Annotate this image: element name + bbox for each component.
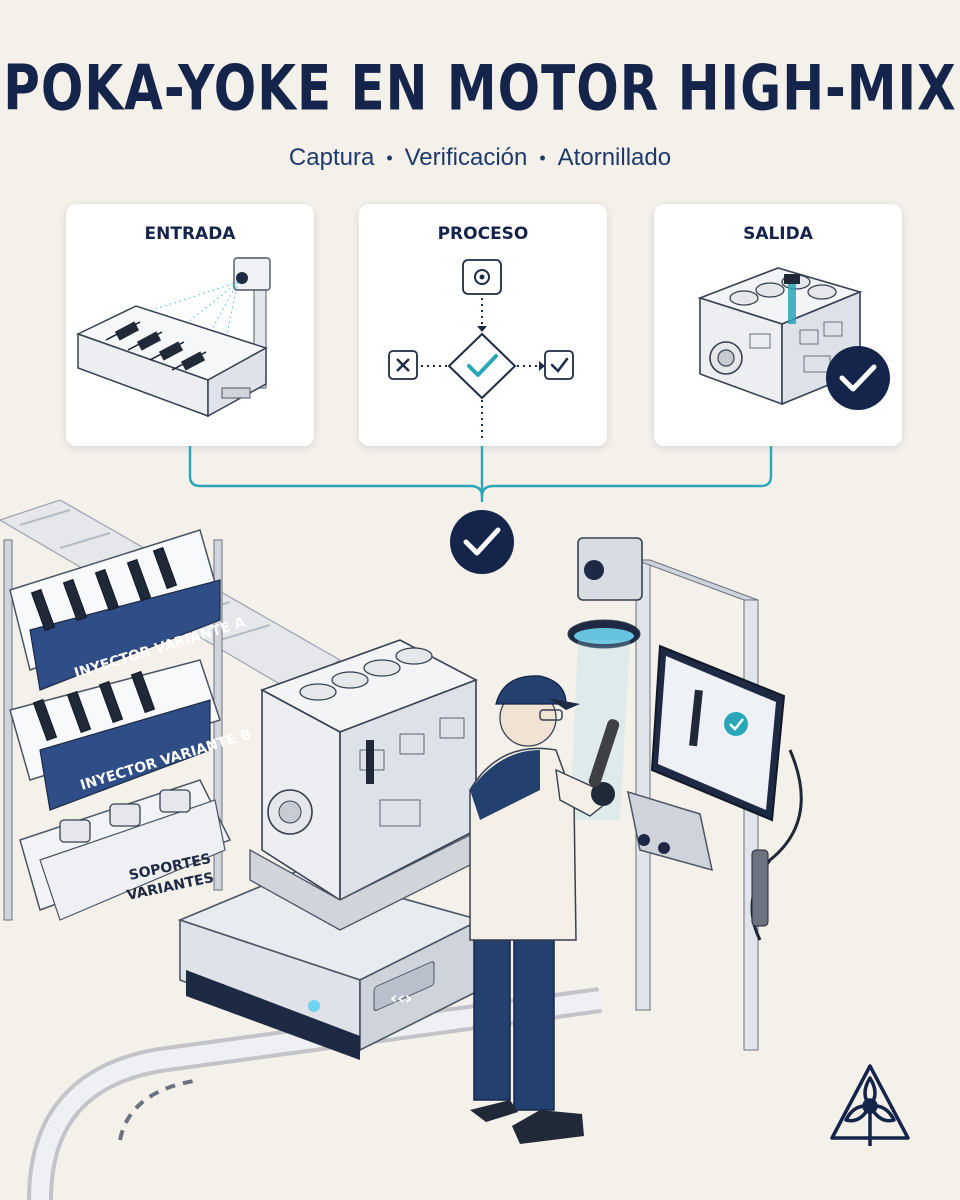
central-check-icon	[450, 510, 514, 574]
subtitle: Captura • Verificación • Atornillado	[0, 144, 960, 172]
card-entrada-title: ENTRADA	[144, 224, 236, 244]
card-proceso: PROCESO	[359, 204, 607, 446]
separator-dot: •	[386, 148, 393, 169]
subtitle-step-screwing: Atornillado	[557, 144, 672, 171]
subtitle-step-verification: Verificación	[404, 144, 528, 171]
subtitle-step-capture: Captura	[288, 144, 375, 171]
diamond-check-icon	[447, 332, 517, 400]
workstation-scene: INYECTOR VARIANTE A INYECTOR VARIANTE B …	[0, 500, 803, 1200]
injector-tray-illustration	[76, 257, 271, 418]
card-salida: SALIDA	[654, 204, 902, 446]
card-salida-title: SALIDA	[743, 224, 813, 244]
card-proceso-title: PROCESO	[437, 224, 529, 244]
card-entrada: ENTRADA	[66, 204, 314, 446]
check-icon	[544, 350, 574, 380]
separator-dot: •	[539, 148, 546, 169]
engine-block-illustration	[697, 267, 890, 410]
floor-track	[27, 987, 602, 1200]
check-badge-icon	[826, 346, 890, 410]
logo-icon	[830, 1064, 910, 1146]
engine-block	[249, 639, 481, 931]
parts-shelf: INYECTOR VARIANTE A INYECTOR VARIANTE B …	[3, 529, 253, 921]
connector-lines	[188, 446, 773, 574]
camera-station	[567, 537, 803, 1051]
worker	[469, 675, 620, 1144]
agv-arrow-label: ‹‹›	[390, 988, 412, 1009]
monitor-check-icon	[724, 712, 748, 736]
process-flow-diagram	[388, 259, 574, 442]
camera-icon	[577, 537, 643, 601]
page-title: POKA-YOKE EN MOTOR HIGH-MIX	[3, 52, 957, 125]
